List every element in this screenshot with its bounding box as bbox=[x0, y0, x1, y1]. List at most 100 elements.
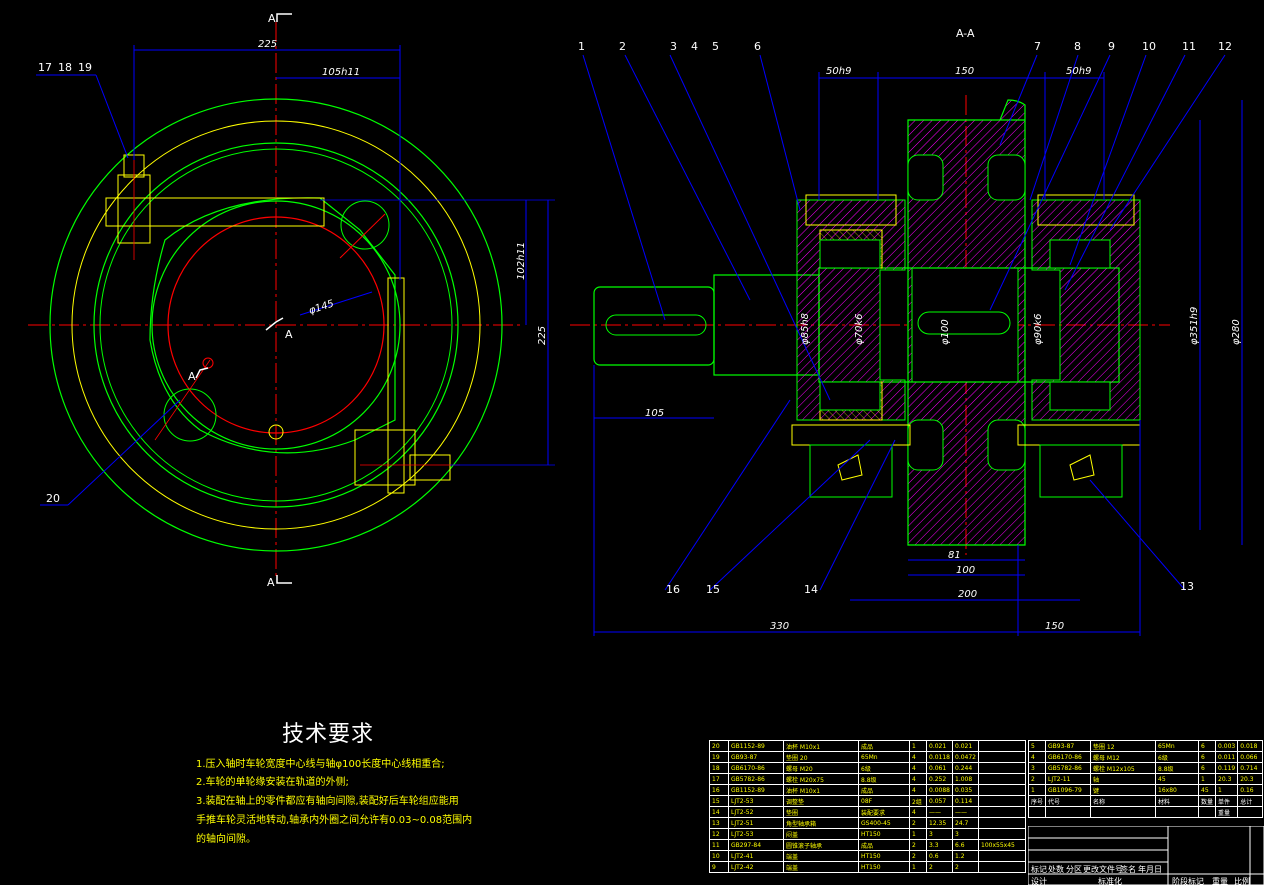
bom-cell: GB297-84 bbox=[728, 839, 784, 851]
bom-cell: GB5782-86 bbox=[728, 773, 784, 785]
dim-150-top: 150 bbox=[955, 66, 974, 77]
section-mark-a-bottom: A bbox=[267, 576, 275, 589]
bom-cell: 13 bbox=[709, 817, 729, 829]
bom-header-cell: 名称 bbox=[1090, 795, 1157, 807]
bom-cell: 11 bbox=[709, 839, 729, 851]
bom-cell: GB93-87 bbox=[728, 751, 784, 763]
bom-cell: 0.119 bbox=[1215, 762, 1239, 774]
bom-cell: 6.6 bbox=[952, 839, 979, 851]
dim-225-top: 225 bbox=[258, 39, 277, 50]
bom-cell: 0.252 bbox=[926, 773, 953, 785]
balloon-17: 17 bbox=[38, 61, 52, 74]
bom-cell: 6 bbox=[1198, 762, 1217, 774]
balloon-18: 18 bbox=[58, 61, 72, 74]
bom-cell: 1.008 bbox=[952, 773, 979, 785]
bom-cell: 19 bbox=[709, 751, 729, 763]
bom-header-cell bbox=[1198, 806, 1217, 818]
tech-requirement-line: 3.装配在轴上的零件都应有轴向间隙,装配好后车轮组应能用 bbox=[196, 796, 459, 807]
bom-cell: GB6170-86 bbox=[1045, 751, 1092, 763]
bom-cell: 1.2 bbox=[952, 850, 979, 862]
bom-cell: LJT2-42 bbox=[728, 861, 784, 873]
dim-150-bottom: 150 bbox=[1045, 621, 1064, 632]
bom-cell: 2 bbox=[1027, 773, 1047, 785]
balloon-15: 15 bbox=[706, 583, 720, 596]
bom-cell: 6 bbox=[1198, 740, 1217, 752]
bom-cell: HT150 bbox=[858, 850, 910, 862]
bom-cell: 3 bbox=[926, 828, 953, 840]
bom-cell: 调整垫 bbox=[783, 795, 859, 807]
balloon-2: 2 bbox=[619, 40, 626, 53]
bom-cell: 油杯 M10x1 bbox=[783, 784, 859, 796]
bom-cell: GB1152-89 bbox=[728, 740, 784, 752]
bom-header-cell: 单件 bbox=[1215, 795, 1239, 807]
bom-cell: 08F bbox=[858, 795, 910, 807]
bom-cell: 垫圈 20 bbox=[783, 751, 859, 763]
balloon-13: 13 bbox=[1180, 580, 1194, 593]
bom-cell: 3 bbox=[1027, 762, 1047, 774]
bom-cell: 2 bbox=[909, 839, 927, 851]
bom-cell: 0.061 bbox=[926, 762, 953, 774]
bom-cell: 6级 bbox=[858, 762, 910, 774]
balloon-8: 8 bbox=[1074, 40, 1081, 53]
bom-cell: 1 bbox=[909, 740, 927, 752]
section-view-texts: A-A 50h9 150 50h9 φ351h9 φ280 φ85h8 φ70k… bbox=[578, 27, 1242, 632]
bom-cell: 16 bbox=[709, 784, 729, 796]
balloon-4: 4 bbox=[691, 40, 698, 53]
bom-cell bbox=[978, 740, 1026, 752]
bom-cell bbox=[978, 762, 1026, 774]
section-title: A-A bbox=[956, 27, 975, 40]
bom-cell: 0.011 bbox=[1215, 751, 1239, 763]
tech-requirement-line: 1.压入轴时车轮宽度中心线与轴φ100长度中心线相重合; bbox=[196, 759, 445, 770]
bom-cell: 成品 bbox=[858, 784, 910, 796]
bom-cell: 10 bbox=[709, 850, 729, 862]
bom-cell: 端盖 bbox=[783, 850, 859, 862]
bom-header-cell: 代号 bbox=[1045, 795, 1092, 807]
bom-cell: 键 bbox=[1090, 784, 1157, 796]
dim-105h11: 105h11 bbox=[322, 67, 360, 78]
tb-stage: 阶段标记 bbox=[1172, 877, 1204, 885]
bom-cell: GB5782-86 bbox=[1045, 762, 1092, 774]
bom-cell: 0.6 bbox=[926, 850, 953, 862]
bom-cell: 闷盖 bbox=[783, 828, 859, 840]
section-mark-a-lug: A bbox=[188, 370, 196, 383]
bom-cell: 0.244 bbox=[952, 762, 979, 774]
bom-cell: 0.003 bbox=[1215, 740, 1239, 752]
dim-100: 100 bbox=[956, 565, 975, 576]
balloon-12: 12 bbox=[1218, 40, 1232, 53]
bom-cell: LJT2-51 bbox=[728, 817, 784, 829]
dim-330: 330 bbox=[770, 621, 789, 632]
bom-cell: 6 bbox=[1198, 751, 1217, 763]
bom-cell: LJT2-41 bbox=[728, 850, 784, 862]
bom-cell: —— bbox=[952, 806, 979, 818]
bom-cell bbox=[978, 806, 1026, 818]
bom-cell: 2 bbox=[952, 861, 979, 873]
bom-cell: 端盖 bbox=[783, 861, 859, 873]
dim-phi85h8: φ85h8 bbox=[800, 313, 811, 345]
bom-cell: 5 bbox=[1027, 740, 1047, 752]
bom-cell: 24.7 bbox=[952, 817, 979, 829]
bom-header-cell: 重量 bbox=[1215, 806, 1239, 818]
balloon-10: 10 bbox=[1142, 40, 1156, 53]
bom-header-cell: 序号 bbox=[1027, 795, 1047, 807]
bom-cell: 14 bbox=[709, 806, 729, 818]
bom-cell: LJT2-11 bbox=[1045, 773, 1092, 785]
bom-cell bbox=[978, 828, 1026, 840]
bom-cell: 3.3 bbox=[926, 839, 953, 851]
bom-cell: 1 bbox=[1027, 784, 1047, 796]
bom-cell: 2 bbox=[909, 850, 927, 862]
bom-cell: GB93-87 bbox=[1045, 740, 1092, 752]
bom-cell: 油杯 M10x1 bbox=[783, 740, 859, 752]
bom-header-cell bbox=[1237, 806, 1264, 818]
dim-phi145: φ145 bbox=[308, 298, 336, 316]
bom-cell: 0.0088 bbox=[926, 784, 953, 796]
tb-date: 年月日 bbox=[1138, 865, 1162, 874]
bom-cell: GS400-45 bbox=[858, 817, 910, 829]
bom-cell: 1 bbox=[909, 861, 927, 873]
bom-cell: 4 bbox=[909, 762, 927, 774]
